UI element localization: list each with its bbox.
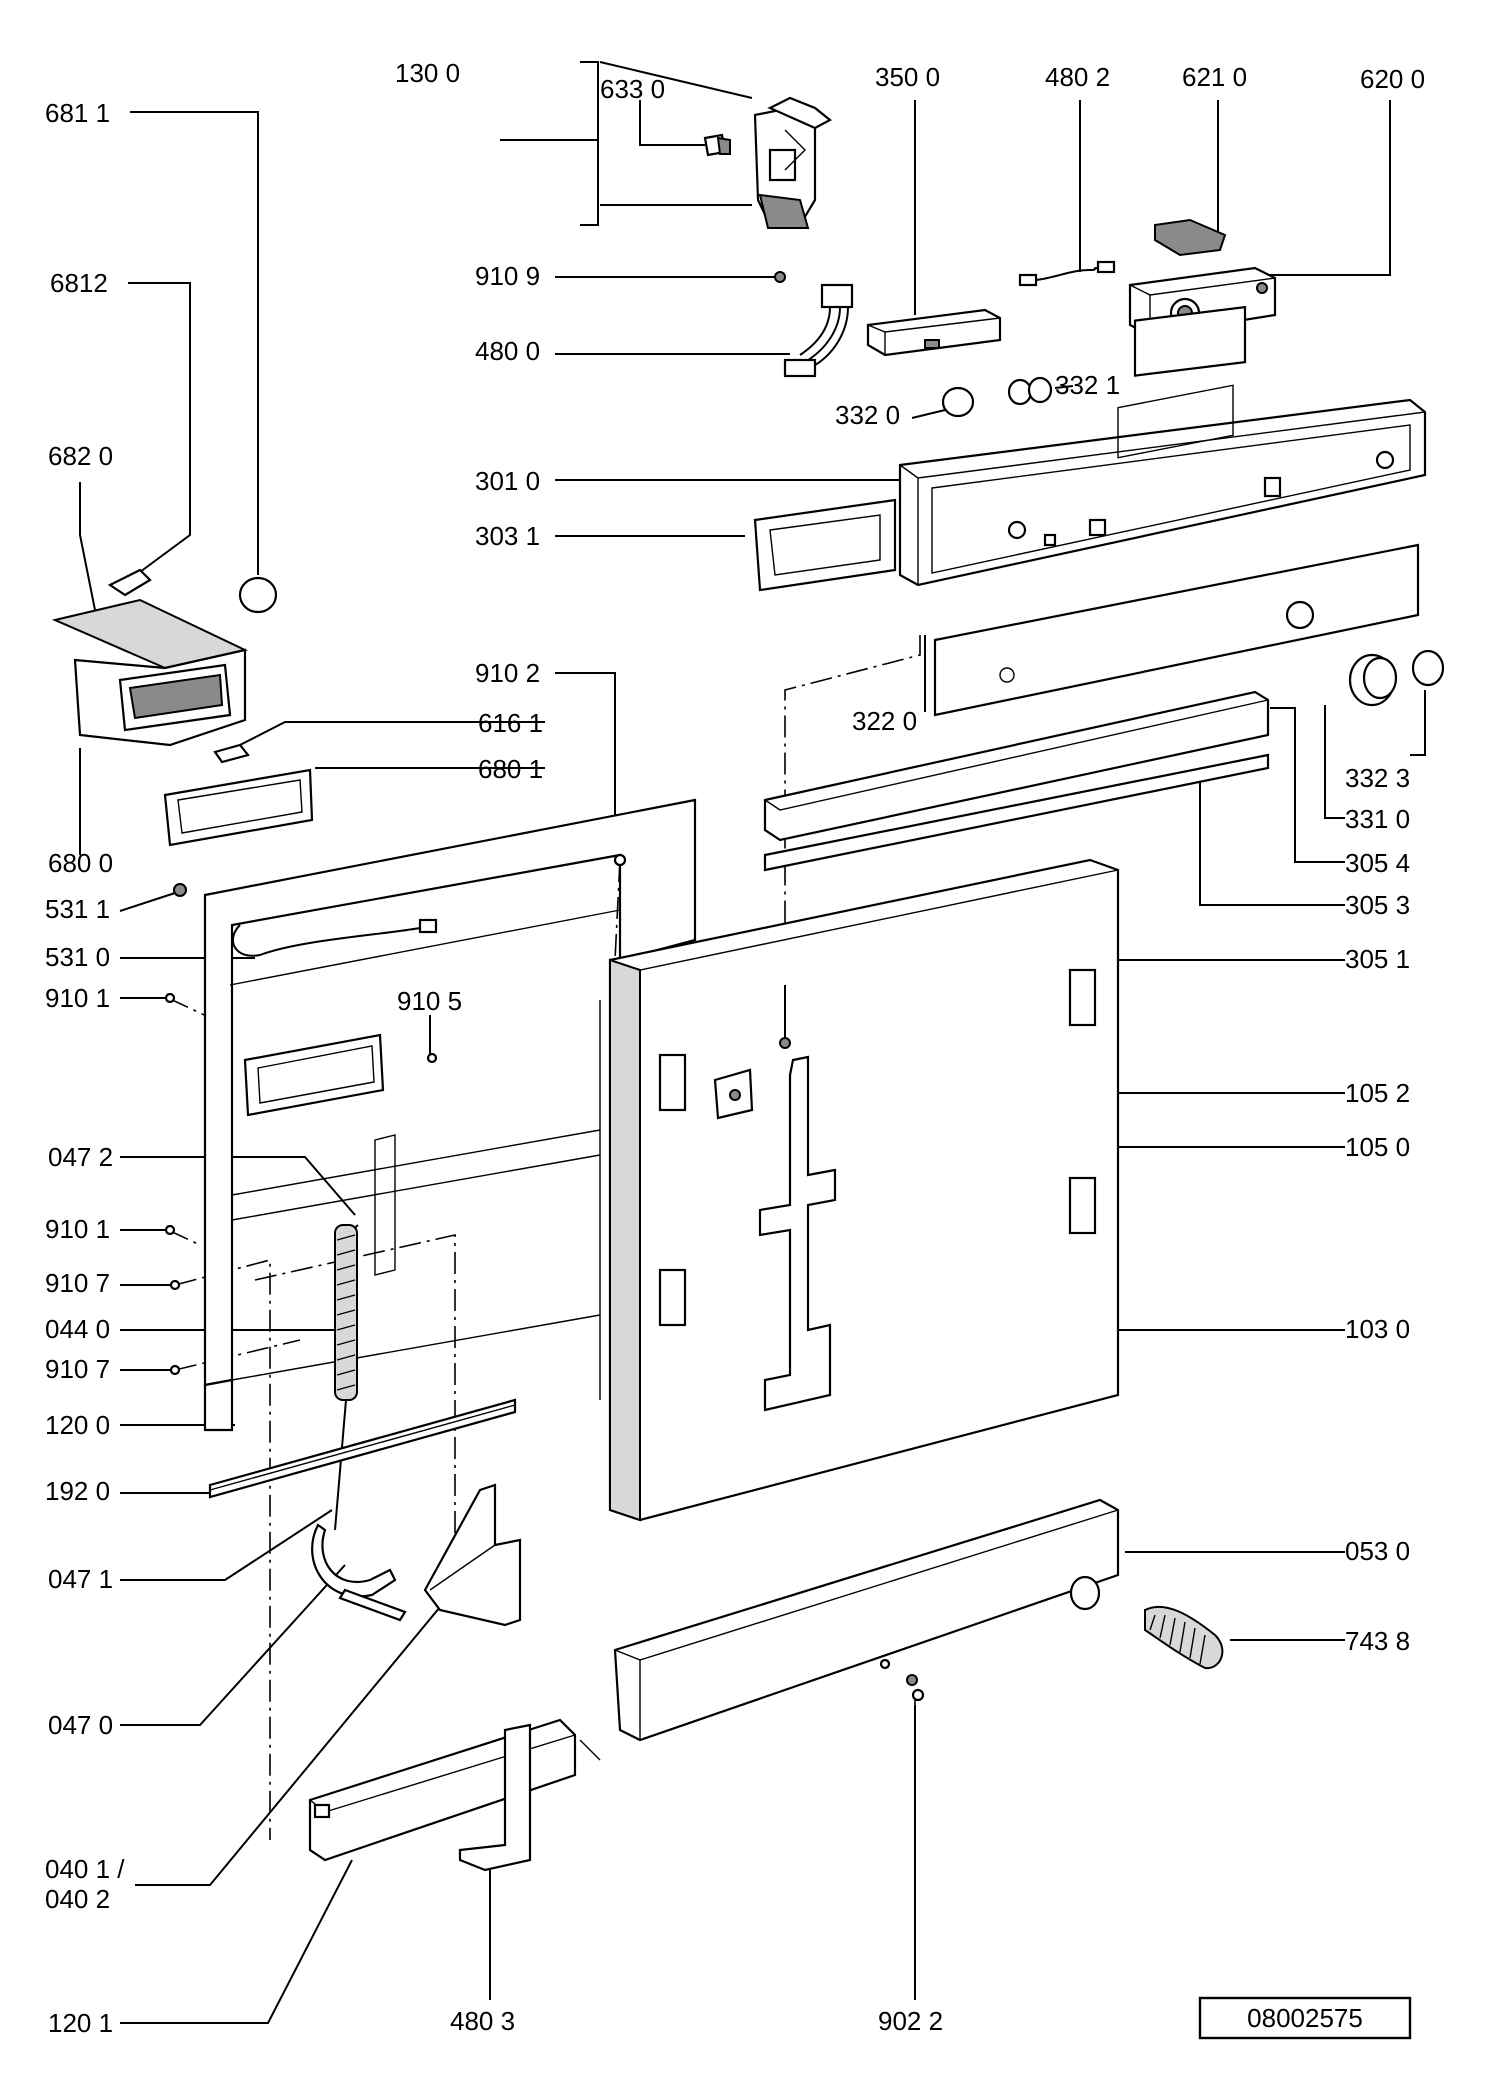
label-040-2: 040 2 bbox=[45, 1884, 110, 1914]
label-120-1: 120 1 bbox=[48, 2008, 113, 2038]
pin-305-1 bbox=[779, 985, 791, 1049]
hinge-rail bbox=[208, 1398, 517, 1499]
trim-strips bbox=[763, 690, 1270, 872]
control-module bbox=[866, 308, 1002, 357]
knobs-331-332-3 bbox=[1348, 649, 1445, 707]
door-catch-plate bbox=[713, 1055, 837, 1412]
label-305-4: 305 4 bbox=[1345, 848, 1410, 878]
label-910-9: 910 9 bbox=[475, 261, 540, 291]
label-047-1: 047 1 bbox=[48, 1564, 113, 1594]
bottom-plinth bbox=[308, 1718, 601, 1872]
screw-910-9 bbox=[774, 271, 786, 283]
lower-bracket bbox=[613, 1498, 1120, 1742]
label-910-1-b: 910 1 bbox=[45, 1214, 110, 1244]
label-192-0: 192 0 bbox=[45, 1476, 110, 1506]
decor-panel bbox=[933, 384, 1420, 717]
label-322-0: 322 0 bbox=[852, 706, 917, 736]
label-531-0: 531 0 bbox=[45, 942, 110, 972]
label-681-1: 681 1 bbox=[45, 98, 110, 128]
handle-plate bbox=[753, 498, 897, 592]
door-spring bbox=[334, 1224, 359, 1531]
label-480-2: 480 2 bbox=[1045, 62, 1110, 92]
label-620-0: 620 0 bbox=[1360, 64, 1425, 94]
label-303-1: 303 1 bbox=[475, 521, 540, 551]
outer-door-panel bbox=[608, 858, 1120, 1522]
label-910-7-b: 910 7 bbox=[45, 1354, 110, 1384]
label-040-1: 040 1 / bbox=[45, 1854, 125, 1884]
label-305-3: 305 3 bbox=[1345, 890, 1410, 920]
label-480-3: 480 3 bbox=[450, 2006, 515, 2036]
label-633-0: 633 0 bbox=[600, 74, 665, 104]
screws bbox=[164, 853, 627, 1376]
label-6812: 6812 bbox=[50, 268, 108, 298]
label-680-1: 680 1 bbox=[478, 754, 543, 784]
spring-hooks bbox=[311, 1523, 407, 1622]
document-number-box: 08002575 bbox=[1198, 1996, 1412, 2040]
label-305-1: 305 1 bbox=[1345, 944, 1410, 974]
label-621-0: 621 0 bbox=[1182, 62, 1247, 92]
detergent-dispenser bbox=[51, 568, 278, 764]
label-120-0: 120 0 bbox=[45, 1410, 110, 1440]
label-743-8: 743 8 bbox=[1345, 1626, 1410, 1656]
hinge-bracket bbox=[423, 1483, 522, 1627]
label-910-2: 910 2 bbox=[475, 658, 540, 688]
document-number: 08002575 bbox=[1247, 2003, 1363, 2033]
part-labels: 130 0 633 0 350 0 480 2 621 0 620 0 681 … bbox=[45, 58, 1425, 2038]
label-910-7-a: 910 7 bbox=[45, 1268, 110, 1298]
label-332-0: 332 0 bbox=[835, 400, 900, 430]
control-panel bbox=[898, 305, 1427, 587]
label-331-0: 331 0 bbox=[1345, 804, 1410, 834]
spring-743-8 bbox=[1144, 1605, 1224, 1670]
label-910-5: 910 5 bbox=[397, 986, 462, 1016]
label-910-1-a: 910 1 bbox=[45, 983, 110, 1013]
label-332-3: 332 3 bbox=[1345, 763, 1410, 793]
door-lock-mechanism bbox=[703, 96, 832, 229]
label-680-0: 680 0 bbox=[48, 848, 113, 878]
dispenser-gasket bbox=[163, 768, 314, 847]
label-301-0: 301 0 bbox=[475, 466, 540, 496]
cable-480-2 bbox=[1018, 260, 1116, 287]
label-531-1: 531 1 bbox=[45, 894, 110, 924]
label-103-0: 103 0 bbox=[1345, 1314, 1410, 1344]
label-047-2: 047 2 bbox=[48, 1142, 113, 1172]
label-047-0: 047 0 bbox=[48, 1710, 113, 1740]
label-053-0: 053 0 bbox=[1345, 1536, 1410, 1566]
label-682-0: 682 0 bbox=[48, 441, 113, 471]
harness-480-0 bbox=[783, 283, 854, 378]
label-105-2: 105 2 bbox=[1345, 1078, 1410, 1108]
circuit-board bbox=[1154, 218, 1227, 257]
label-350-0: 350 0 bbox=[875, 62, 940, 92]
label-044-0: 044 0 bbox=[45, 1314, 110, 1344]
knobs-332 bbox=[941, 376, 1053, 418]
label-480-0: 480 0 bbox=[475, 336, 540, 366]
label-616-1: 616 1 bbox=[478, 708, 543, 738]
label-105-0: 105 0 bbox=[1345, 1132, 1410, 1162]
label-902-2: 902 2 bbox=[878, 2006, 943, 2036]
label-130-0: 130 0 bbox=[395, 58, 460, 88]
label-332-1: 332 1 bbox=[1055, 370, 1120, 400]
